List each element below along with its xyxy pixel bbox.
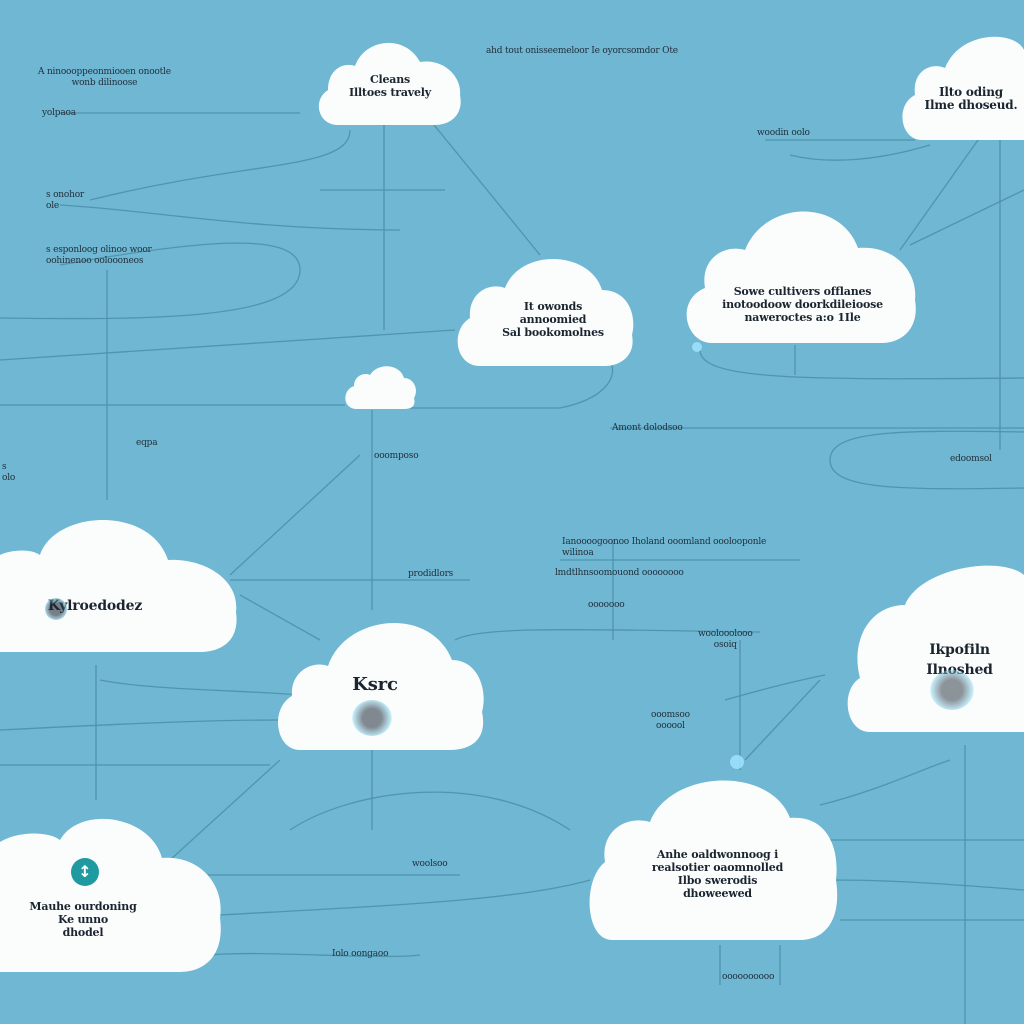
annotation-a12: Ianoooogoonoo Iholand ooomland oooloopon… [562,537,767,558]
cloud-label-c2: Ilto oding Ilme dhoseud. [924,85,1018,112]
cloud-shape-c9 [589,780,838,940]
cloud-label-c10: Mauhe ourdoning Ke unno dhodel [29,900,137,939]
cloud-shape-c1 [318,42,461,125]
cloud-label-c7: Ksrc [352,674,398,695]
cloud-label-c3: Sowe cultivers offlanes inotoodoow doork… [722,285,883,324]
annotation-a10: eqpa [136,438,158,448]
annotation-a13: lmdtlhnsoomouond oooooooo [555,568,684,578]
cloud-shape-c2 [902,36,1024,140]
cloud-label-c4: It owonds annoomied Sal bookomolnes [502,300,604,339]
glow-dot-1 [692,342,702,352]
annotation-a7: Amont dolodsoo [612,423,683,433]
annotation-a2: A ninoooppeonmiooen onootle wonb dilinoo… [38,67,171,88]
cloud-label-c9: Anhe oaldwonnoog i realsotier oaomnolled… [651,848,784,900]
annotation-a20: oooooooooo [722,972,775,982]
cloud-shape-c8 [847,565,1024,732]
info-icon: ↕ [71,858,99,886]
cloud-label-c1: Cleans Illtoes travely [349,73,431,99]
cloud-shape-c3 [686,211,916,343]
cloud-shape-c6 [0,520,237,652]
annotation-a18: woolsoo [412,859,448,869]
cloud-shape-c10 [0,818,221,972]
cloud-label-c6: Kylroedodez [47,598,143,614]
annotation-a1: ahd tout onisseemeloor Ie oyorcsomdor Ot… [486,46,678,56]
cloud-shape-c7 [278,623,484,750]
cloud-shape-c5 [345,366,416,409]
annotation-a11: s olo [2,462,16,483]
glyph-c8 [930,670,974,710]
glow-dot-2 [730,755,744,769]
annotation-a3: yolpaoa [42,108,76,118]
annotation-a4: s onohor ole [46,190,85,211]
glyph-c7 [352,700,392,736]
annotation-a17: ooomsoo oooool [651,710,690,731]
annotation-a19: Iolo oongaoo [332,949,389,959]
annotation-a8: ooomposo [374,451,419,461]
annotation-a16: woolooolooo osoiq [698,629,753,650]
annotation-a14: ooooooo [588,600,625,610]
connector-lines [0,112,1024,1024]
annotation-a5: s esponloog olinoo woor oohinenoo oolooo… [46,245,152,266]
cloud-shape-c4 [457,258,634,366]
annotation-a15: prodidlors [408,569,454,579]
glyph-c6 [45,598,67,620]
annotation-a6: woodin oolo [757,128,810,138]
cloud-nodes [0,36,1024,972]
annotation-a9: edoomsol [950,454,992,464]
